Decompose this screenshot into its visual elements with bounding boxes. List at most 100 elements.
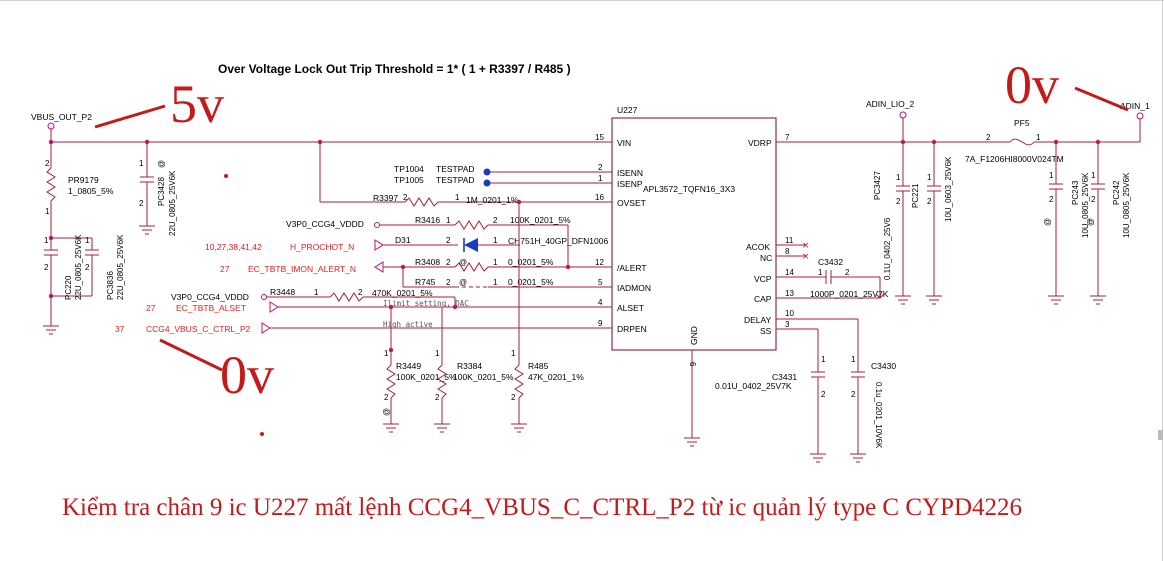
- ic-u227-body: [611, 117, 777, 351]
- pin-number: 2: [1091, 195, 1096, 204]
- net-connector: [374, 222, 380, 228]
- pin-number: 2: [85, 263, 90, 272]
- junction-node: [565, 264, 571, 270]
- r3408-resistor: [454, 262, 489, 272]
- option-marker: @: [1086, 218, 1095, 226]
- pin-number: 6: [688, 362, 697, 367]
- ground-symbol: [139, 225, 155, 235]
- net-prochot: H_PROCHOT_N: [290, 242, 354, 252]
- val-r3384: 100K_0201_5%: [453, 372, 514, 382]
- ref-pr9179: PR9179: [68, 175, 99, 185]
- pin-number: 1: [435, 349, 440, 358]
- net-v3p0-b: V3P0_CCG4_VDDD: [171, 292, 249, 302]
- net-connector: [899, 111, 907, 119]
- tp1005-label: TP1005: [394, 175, 424, 185]
- pin-number: 13: [785, 289, 794, 298]
- ref-pc3427: PC3427: [873, 171, 882, 200]
- pin-name: ISENP: [617, 179, 643, 189]
- wire-arrow: [875, 293, 885, 299]
- option-marker: @: [459, 258, 467, 267]
- annotation-0v-bottom: 0v: [220, 345, 274, 405]
- ground-symbol: [383, 423, 399, 433]
- ref-r3397: R3397: [373, 193, 398, 203]
- val-r3408: 0_0201_5%: [508, 257, 554, 267]
- val-d31: CH751H_40GP_DFN1006: [508, 236, 608, 246]
- pin-number: 1: [511, 349, 516, 358]
- pin-number: 16: [595, 193, 604, 202]
- vbus-connector: [47, 122, 55, 130]
- val-c3431: 0.01U_0402_25V7K: [715, 381, 792, 391]
- r485-resistor: [514, 364, 524, 399]
- pin-number: 1: [455, 193, 460, 202]
- val-c3432: 1000P_0201_25V7K: [810, 289, 889, 299]
- ref-c3432: C3432: [818, 257, 843, 267]
- pin-number: 2: [493, 216, 498, 225]
- red-dot: [260, 432, 264, 436]
- pin-number: 1: [598, 174, 603, 183]
- val-pc243: 10U_0805_25V6K: [1081, 172, 1090, 238]
- pin-number: 1: [44, 236, 49, 245]
- pin-number: 7: [785, 133, 790, 142]
- pin-number: 1: [446, 216, 451, 225]
- val-pc221: 10U_0603_25V6K: [944, 156, 953, 222]
- net-adin-lio: ADIN_LIO_2: [866, 99, 914, 109]
- pin-number: 1: [927, 173, 932, 182]
- net-port-arrow: [374, 239, 384, 251]
- pin-name: ISENN: [617, 168, 643, 178]
- pin-number: 2: [598, 163, 603, 172]
- ref-r3408: R3408: [415, 257, 440, 267]
- val-pc220: 22U_0805_25V6K: [74, 234, 83, 300]
- ic-ref: U227: [617, 105, 638, 115]
- annotation-0v-right: 0v: [1005, 55, 1059, 115]
- ref-pc220: PC220: [64, 275, 73, 300]
- pin-number: 5: [598, 278, 603, 287]
- pin-number: 1: [45, 207, 50, 216]
- scrollbar-thumb[interactable]: [1158, 430, 1163, 440]
- ground-symbol: [1090, 295, 1106, 305]
- pin-number: 1: [821, 355, 826, 364]
- caption-note: Kiểm tra chân 9 ic U227 mất lệnh CCG4_VB…: [62, 494, 1022, 521]
- ground-symbol: [810, 453, 826, 463]
- net-vbus-out: VBUS_OUT_P2: [31, 112, 92, 122]
- val-c3430: 0.1u_0201_10V6K: [874, 382, 883, 449]
- ref-r3416: R3416: [415, 215, 440, 225]
- pin-number: 11: [785, 236, 794, 245]
- net-v3p0-a: V3P0_CCG4_VDDD: [286, 219, 364, 229]
- pin-number: 1: [493, 258, 498, 267]
- val-r3448: 470K_0201_5%: [372, 288, 433, 298]
- imon-page: 27: [220, 264, 230, 274]
- ref-pc243: PC243: [1071, 180, 1080, 205]
- pin-number: 2: [446, 236, 451, 245]
- ground-symbol: [1048, 295, 1064, 305]
- ref-c3431: C3431: [772, 372, 797, 382]
- pin-name: VIN: [617, 138, 631, 148]
- pin-number: 2: [403, 193, 408, 202]
- ref-r3448: R3448: [270, 287, 295, 297]
- testpad-label: TESTPAD: [436, 164, 475, 174]
- r3448-resistor: [329, 292, 364, 302]
- d31-diode: [464, 238, 478, 252]
- arrow-0v-right: [1074, 86, 1129, 112]
- ref-pc3836: PC3836: [106, 271, 115, 300]
- arrow-0v-bottom: [159, 338, 223, 372]
- arrow-5v: [94, 104, 166, 129]
- pin-number: 2: [851, 390, 856, 399]
- val-r3449: 100K_0201_5%: [396, 372, 457, 382]
- pin-name: CAP: [754, 294, 772, 304]
- r3397-resistor: [404, 197, 439, 207]
- pin-name: IADMON: [617, 283, 651, 293]
- val-pc242: 10U_0805_25V6K: [1122, 172, 1131, 238]
- prochot-pages: 10,27,38,41,42: [205, 242, 262, 252]
- pin-number: 1: [1049, 171, 1054, 180]
- ref-c3430: C3430: [871, 361, 896, 371]
- pin-number: 1: [493, 278, 498, 287]
- pin-number: 2: [44, 263, 49, 272]
- pin-number: 1: [1091, 171, 1096, 180]
- pf5-fuse: [1009, 138, 1035, 146]
- ovlo-formula: Over Voltage Lock Out Trip Threshold = 1…: [218, 62, 571, 76]
- pin-name: DRPEN: [617, 324, 647, 334]
- pin-number: 9: [598, 319, 603, 328]
- pin-number: 2: [384, 393, 389, 402]
- pin-number: 15: [595, 133, 604, 142]
- pin-number: 2: [446, 258, 451, 267]
